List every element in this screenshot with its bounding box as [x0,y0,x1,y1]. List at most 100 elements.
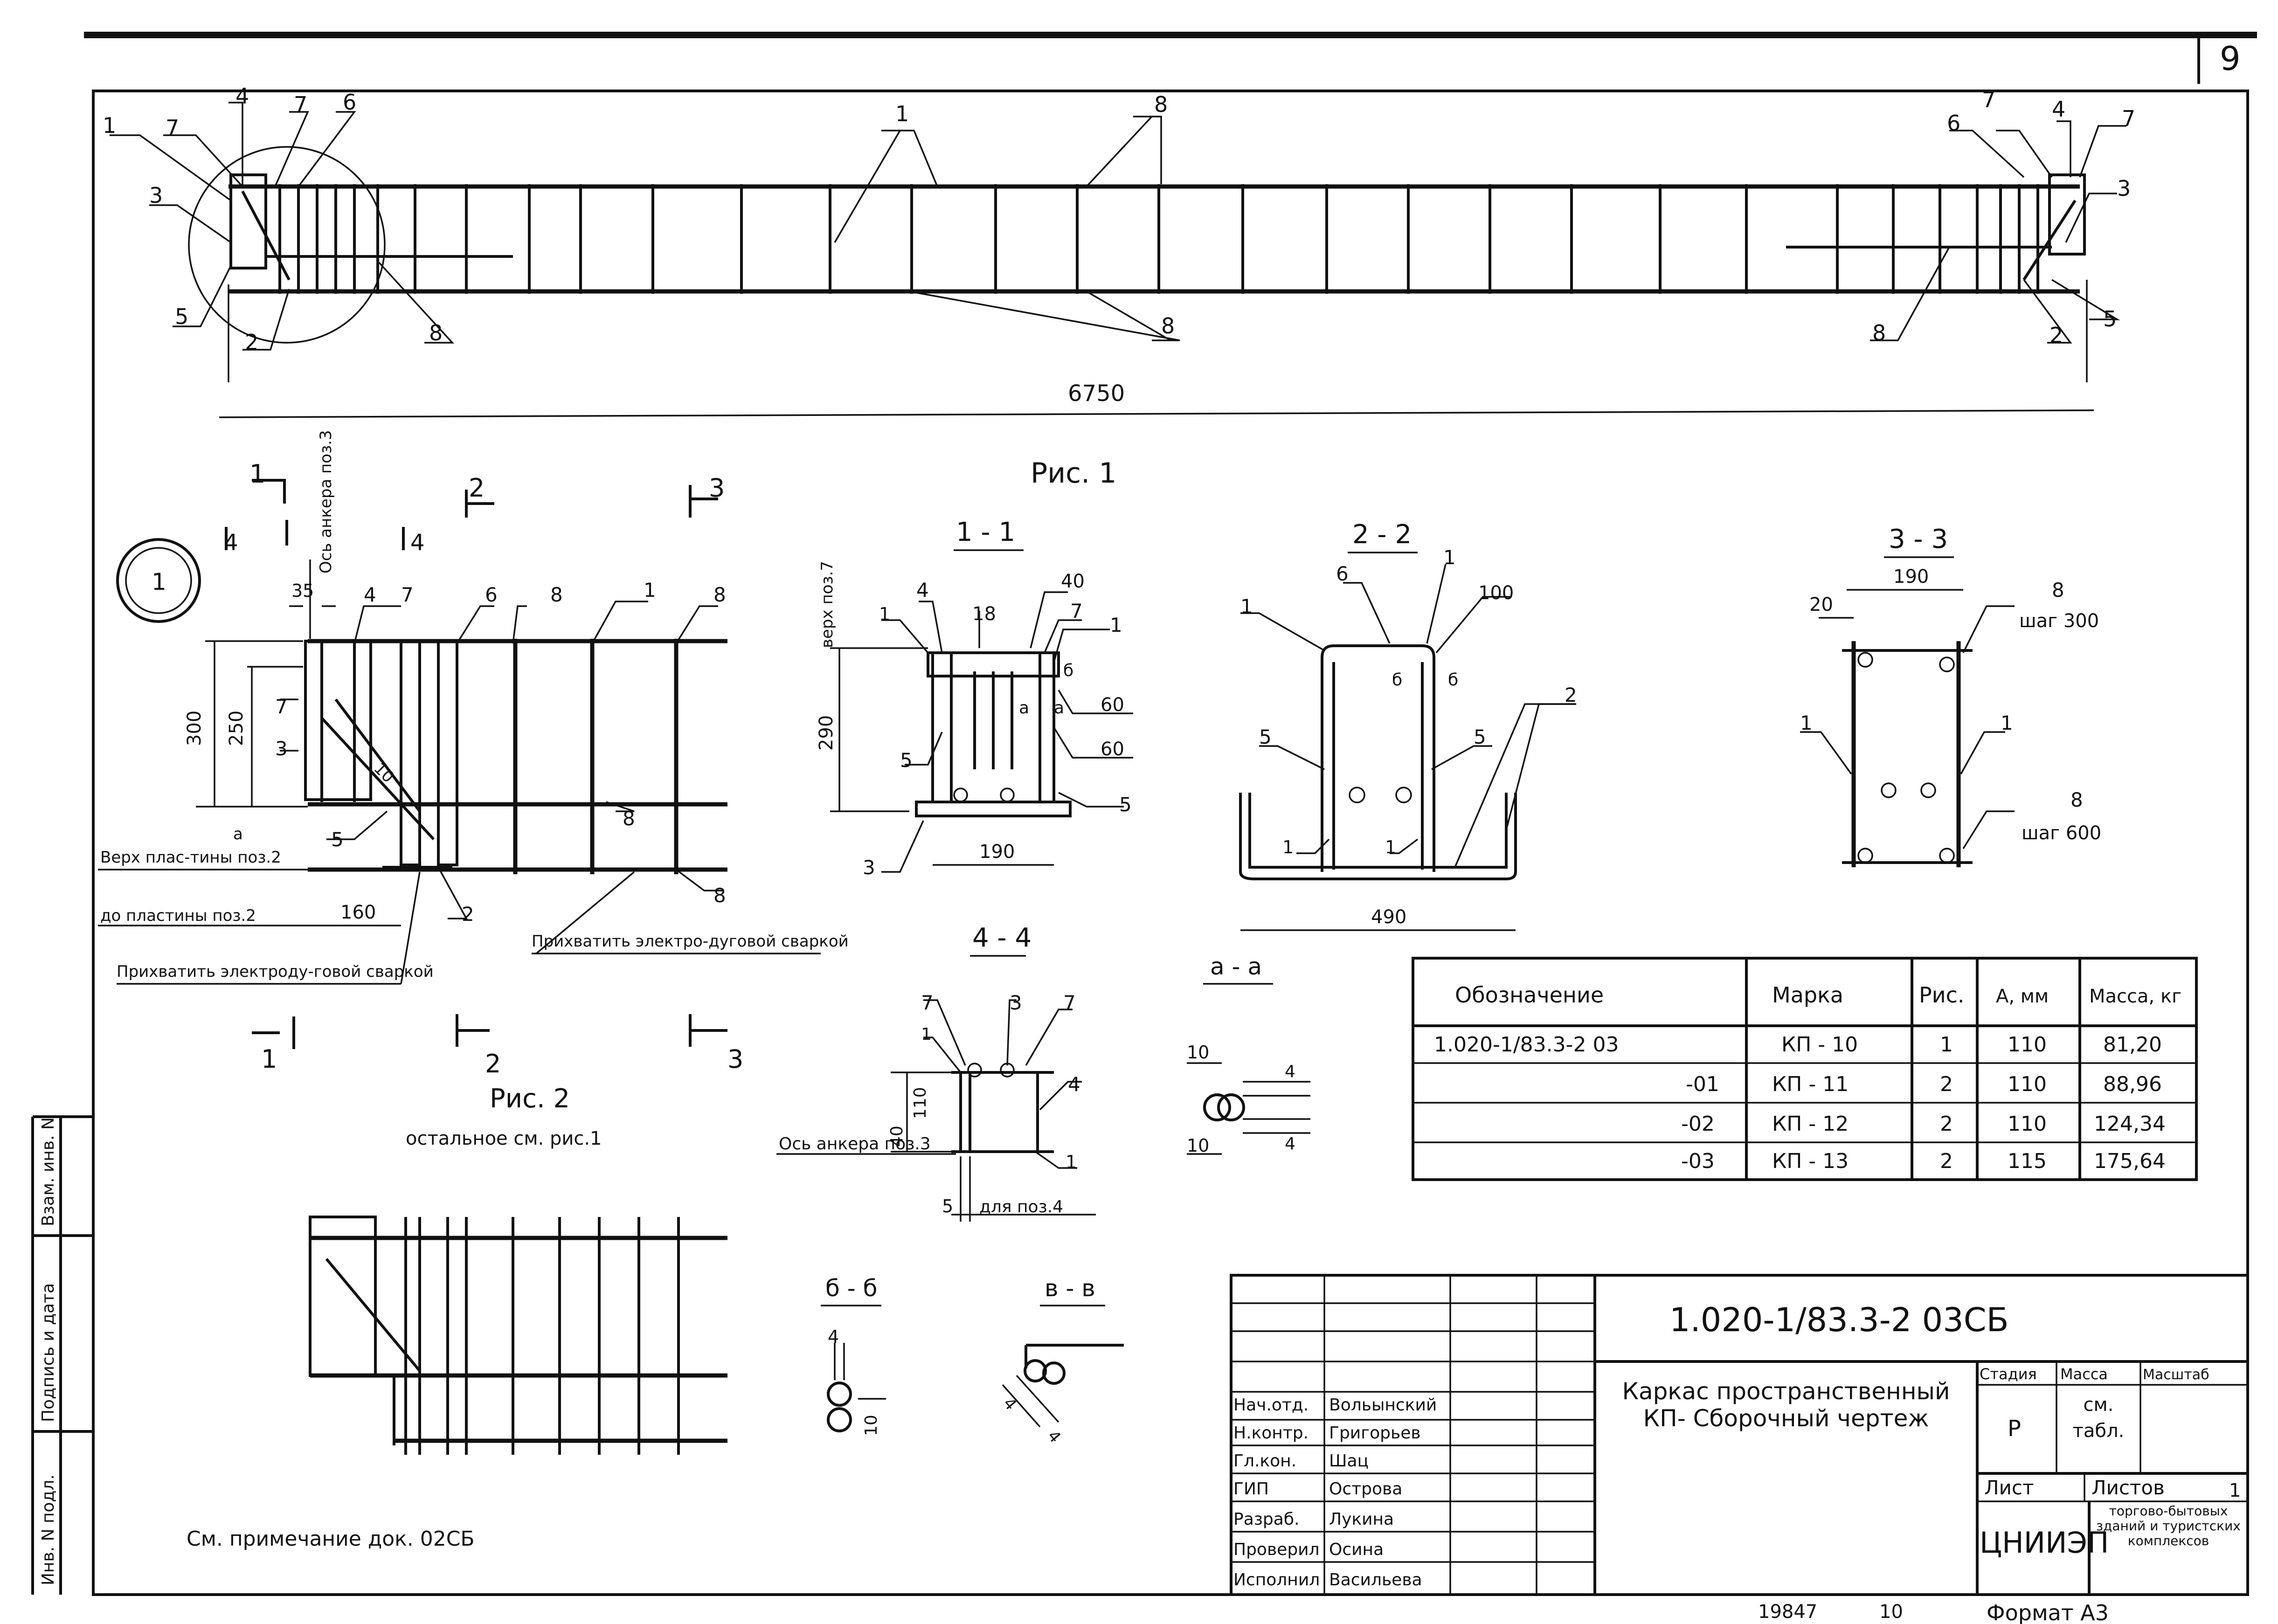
mass-value: см. табл. [2072,1394,2125,1442]
top-pos7: верх поз.7 [818,561,837,648]
th-a: А, мм [1996,986,2049,1007]
pos-label: 6 [485,583,498,606]
title-text-box: Каркас пространственный КП- Сборочный че… [1622,1378,1950,1432]
fig2-title: Рис. 2 [490,1084,570,1114]
dim-10: 10 [370,759,398,787]
stage-value: Р [2008,1416,2021,1442]
fig2-note: остальное см. рис.1 [406,1128,602,1149]
mark-b: б [1392,670,1402,690]
mark-b: б [1448,670,1458,690]
mass-label: Масса [2060,1365,2108,1383]
staff-role: ГИП [1233,1479,1269,1499]
side-stamp: Инв. N подл. Подпись и дата Взам. инв. N [31,1115,93,1595]
title-block: Нач.отд. Вольынский Н.контр. Григорьев Г… [1230,1274,2249,1596]
pos-label: 8 [550,583,563,606]
dim-5: 5 [942,1196,953,1216]
pos-label: 7 [294,92,307,117]
dim-60: 60 [1101,694,1124,716]
table-cell: КП - 10 [1781,1033,1858,1057]
for-pos4: для поз.4 [979,1197,1063,1216]
pos-label: 5 [2103,306,2117,332]
dim-20: 20 [1809,594,1833,615]
pos-label: 1 [879,604,890,624]
table-cell: КП - 13 [1772,1149,1849,1173]
pos-label: 5 [331,828,344,851]
pos-label: 2 [1565,684,1577,706]
pos-label: 6 [343,90,356,115]
table-cell: 1 [1940,1033,1953,1057]
pos-label: 3 [863,856,875,879]
sheets-count: 1 [2229,1480,2241,1501]
table-cell: 175,64 [2094,1149,2166,1173]
pos-label: 7 [2122,106,2135,131]
cut-label: 1 [249,459,265,489]
pos-label: 8 [713,583,726,606]
to-plate-note: до пластины поз.2 [100,906,256,925]
pos-label: 6 [1947,111,1960,136]
th-mass: Масса, кг [2089,986,2181,1007]
pos-label: 3 [2117,176,2131,201]
cut-label: 2 [485,1049,501,1078]
pos-label: 1 [2001,712,2013,734]
mark-a: а [1054,698,1064,718]
table-cell: КП - 11 [1772,1072,1849,1096]
table-cell: -01 [1686,1072,1719,1096]
cut-label: 3 [727,1044,743,1074]
pos-label: 1 [921,1025,932,1044]
scale-label: Масштаб [2143,1367,2209,1383]
pos-label: 8 [1872,320,1886,346]
stage-label: Стадия [1980,1365,2037,1383]
pos-label: 3 [1010,991,1022,1014]
cut-label: 2 [469,473,485,503]
section-1-1: 1 - 1 верх поз.7 290 190 [816,517,1133,879]
pos-label: 1 [1282,837,1294,857]
dim-110: 110 [911,1087,930,1119]
cut-label: 4 [224,530,238,556]
section-title: б - б [825,1275,878,1302]
doc-title: Каркас пространственный КП- Сборочный че… [1622,1378,1950,1432]
pos-label: 7 [1982,87,1995,112]
staff-name: Григорьев [1329,1424,1421,1443]
dim-250: 250 [226,711,247,746]
section-title: 2 - 2 [1352,519,1412,550]
pos-label: 4 [2052,97,2065,122]
cut-label: 4 [410,530,425,556]
pos-label: 8 [2052,579,2064,601]
pos-label: 7 [921,991,934,1014]
weld-note-1: Прихватить электро-дуговой сваркой [532,932,849,951]
staff-name: Вольынский [1329,1396,1437,1415]
pos-label: 5 [1474,726,1486,748]
node-marker: 1 [152,568,166,595]
pos-label: 5 [175,304,188,329]
stamp-replace: Взам. инв. N [39,1117,58,1226]
dim-35: 35 [291,580,314,601]
pos-label: 1 [1066,1152,1077,1172]
pos-label: 1 [1800,712,1813,734]
dim-4: 4 [828,1327,839,1347]
section-title: а - а [1210,953,1262,980]
pos-label: 3 [149,183,163,208]
pos-label: 1 [1385,837,1396,857]
staff-name: Острова [1329,1479,1402,1499]
staff-name: Шац [1329,1451,1369,1471]
dim-4: 4 [1044,1427,1065,1446]
pos-label: 3 [275,737,288,760]
org-name: ЦНИИЭП [1980,1526,2109,1560]
pos-label: 5 [1119,793,1132,816]
doc-code: 1.020-1/83.3-2 03СБ [1669,1301,2009,1339]
sheet-label: Лист [1984,1476,2034,1499]
dim-4: 4 [1285,1062,1295,1081]
dim-190: 190 [979,841,1015,863]
pos-label: 5 [900,749,913,772]
dim-40: 40 [887,1126,907,1147]
table-cell: 110 [2008,1112,2047,1136]
table-cell: 81,20 [2103,1033,2162,1057]
org-subtitle: торгово-бытовых зданий и туристских комп… [2096,1504,2241,1548]
step-600: шаг 600 [2022,822,2101,844]
dim-290: 290 [816,715,837,751]
sheets-label: Листов [2091,1476,2165,1499]
pos-label: 8 [1161,313,1175,339]
pos-label: 1 [103,113,116,138]
cut-label: 1 [261,1044,277,1074]
table-cell: 2 [1940,1072,1953,1096]
